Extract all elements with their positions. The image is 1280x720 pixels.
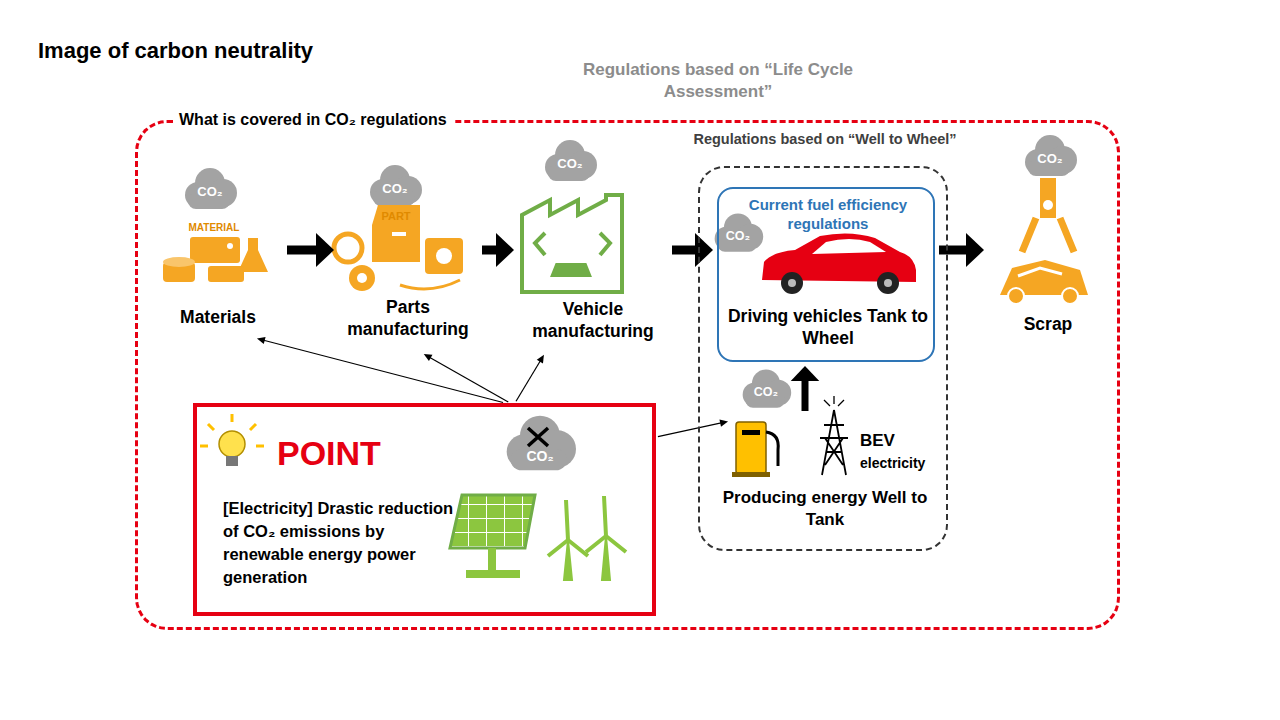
ttw-box: Current fuel efficiency regulationsDrivi… [717,187,935,362]
point-box: POINT [Electricity] Drastic reduction of … [193,403,656,616]
parts-icon [334,205,463,291]
co2-cloud [715,213,764,251]
arrow-head [966,233,984,267]
node-text: What is covered in CO₂ regulations [173,110,453,130]
fuel-pump-icon [732,422,778,477]
co2-cloud-text: CO₂ [1037,152,1062,165]
cross-mark [528,428,548,446]
diagram-title: Image of carbon neutrality [38,38,313,64]
solar-panel-icon [450,495,535,578]
flow-arrow [791,366,820,411]
car-icon [762,233,916,294]
stage: Vehicle manufacturing [518,143,668,353]
light-bulb-icon [200,414,264,466]
node-text: Driving vehicles Tank to Wheel [719,305,937,349]
connector-line [658,423,721,437]
power-pylon-icon [820,396,848,475]
energy-caption: electricity [860,456,925,470]
co2-cloud-text: CO₂ [382,182,407,195]
node-text: Parts manufacturing [338,296,478,340]
flow-arrow [482,233,514,267]
icon-caption: MATERIAL [189,223,240,233]
scrap-icon [1000,178,1088,304]
connector-line [287,246,317,255]
arrow-head [791,366,820,381]
factory-icon [522,195,622,292]
node-heading: Regulations based on “Life Cycle Assessm… [558,59,878,103]
flow-arrow [672,233,713,267]
arrow-head [537,355,544,364]
connector-line [672,246,696,255]
wtw-region: Regulations based on “Well to Wheel”Curr… [698,166,948,551]
leader-arrow [516,355,544,402]
connector-line [802,380,809,411]
icon-caption: PART [381,211,410,222]
co2-cloud-text: CO₂ [197,185,222,198]
flow-arrow [939,233,984,267]
co2-cloud [1025,135,1077,176]
stage: Scrap [988,143,1108,339]
arrow-head [316,233,334,267]
lca-region: Regulations based on “Life Cycle Assessm… [135,120,1120,630]
arrow-head [496,233,514,267]
leader-arrow [424,354,509,402]
co2-cloud-text: CO₂ [726,230,750,243]
co2-cloud-text: CO₂ [557,157,582,170]
connector-line [939,246,967,255]
node-heading: Current fuel efficiency regulations [727,195,929,233]
connector-line [430,357,508,402]
connector-line [264,340,503,402]
node-text: Materials [153,306,283,328]
leader-arrow [658,420,728,437]
co2-cloud-text: CO₂ [526,449,553,463]
stage: Parts manufacturing [338,163,478,353]
node-text: [Electricity] Drastic reduction of CO₂ e… [223,497,455,589]
co2-cloud [545,140,597,181]
node-text: Producing energy Well to Tank [720,487,930,531]
co2-cloud [185,168,237,209]
energy-caption: BEV [860,432,895,449]
co2-cloud [507,416,576,471]
leader-arrow [257,337,503,402]
node-heading: POINT [277,433,381,473]
co2-cloud [743,369,792,407]
co2-cloud-text: CO₂ [754,386,778,399]
node-text: Regulations based on “Well to Wheel” [690,130,960,148]
co2-cloud [370,165,422,206]
flow-arrow [287,233,334,267]
node-text: Scrap [988,313,1108,335]
connector-line [482,246,497,255]
node-text: Vehicle manufacturing [518,298,668,342]
wind-turbine-icon [548,496,626,580]
materials-icon [163,237,268,282]
connector-line [516,361,540,402]
